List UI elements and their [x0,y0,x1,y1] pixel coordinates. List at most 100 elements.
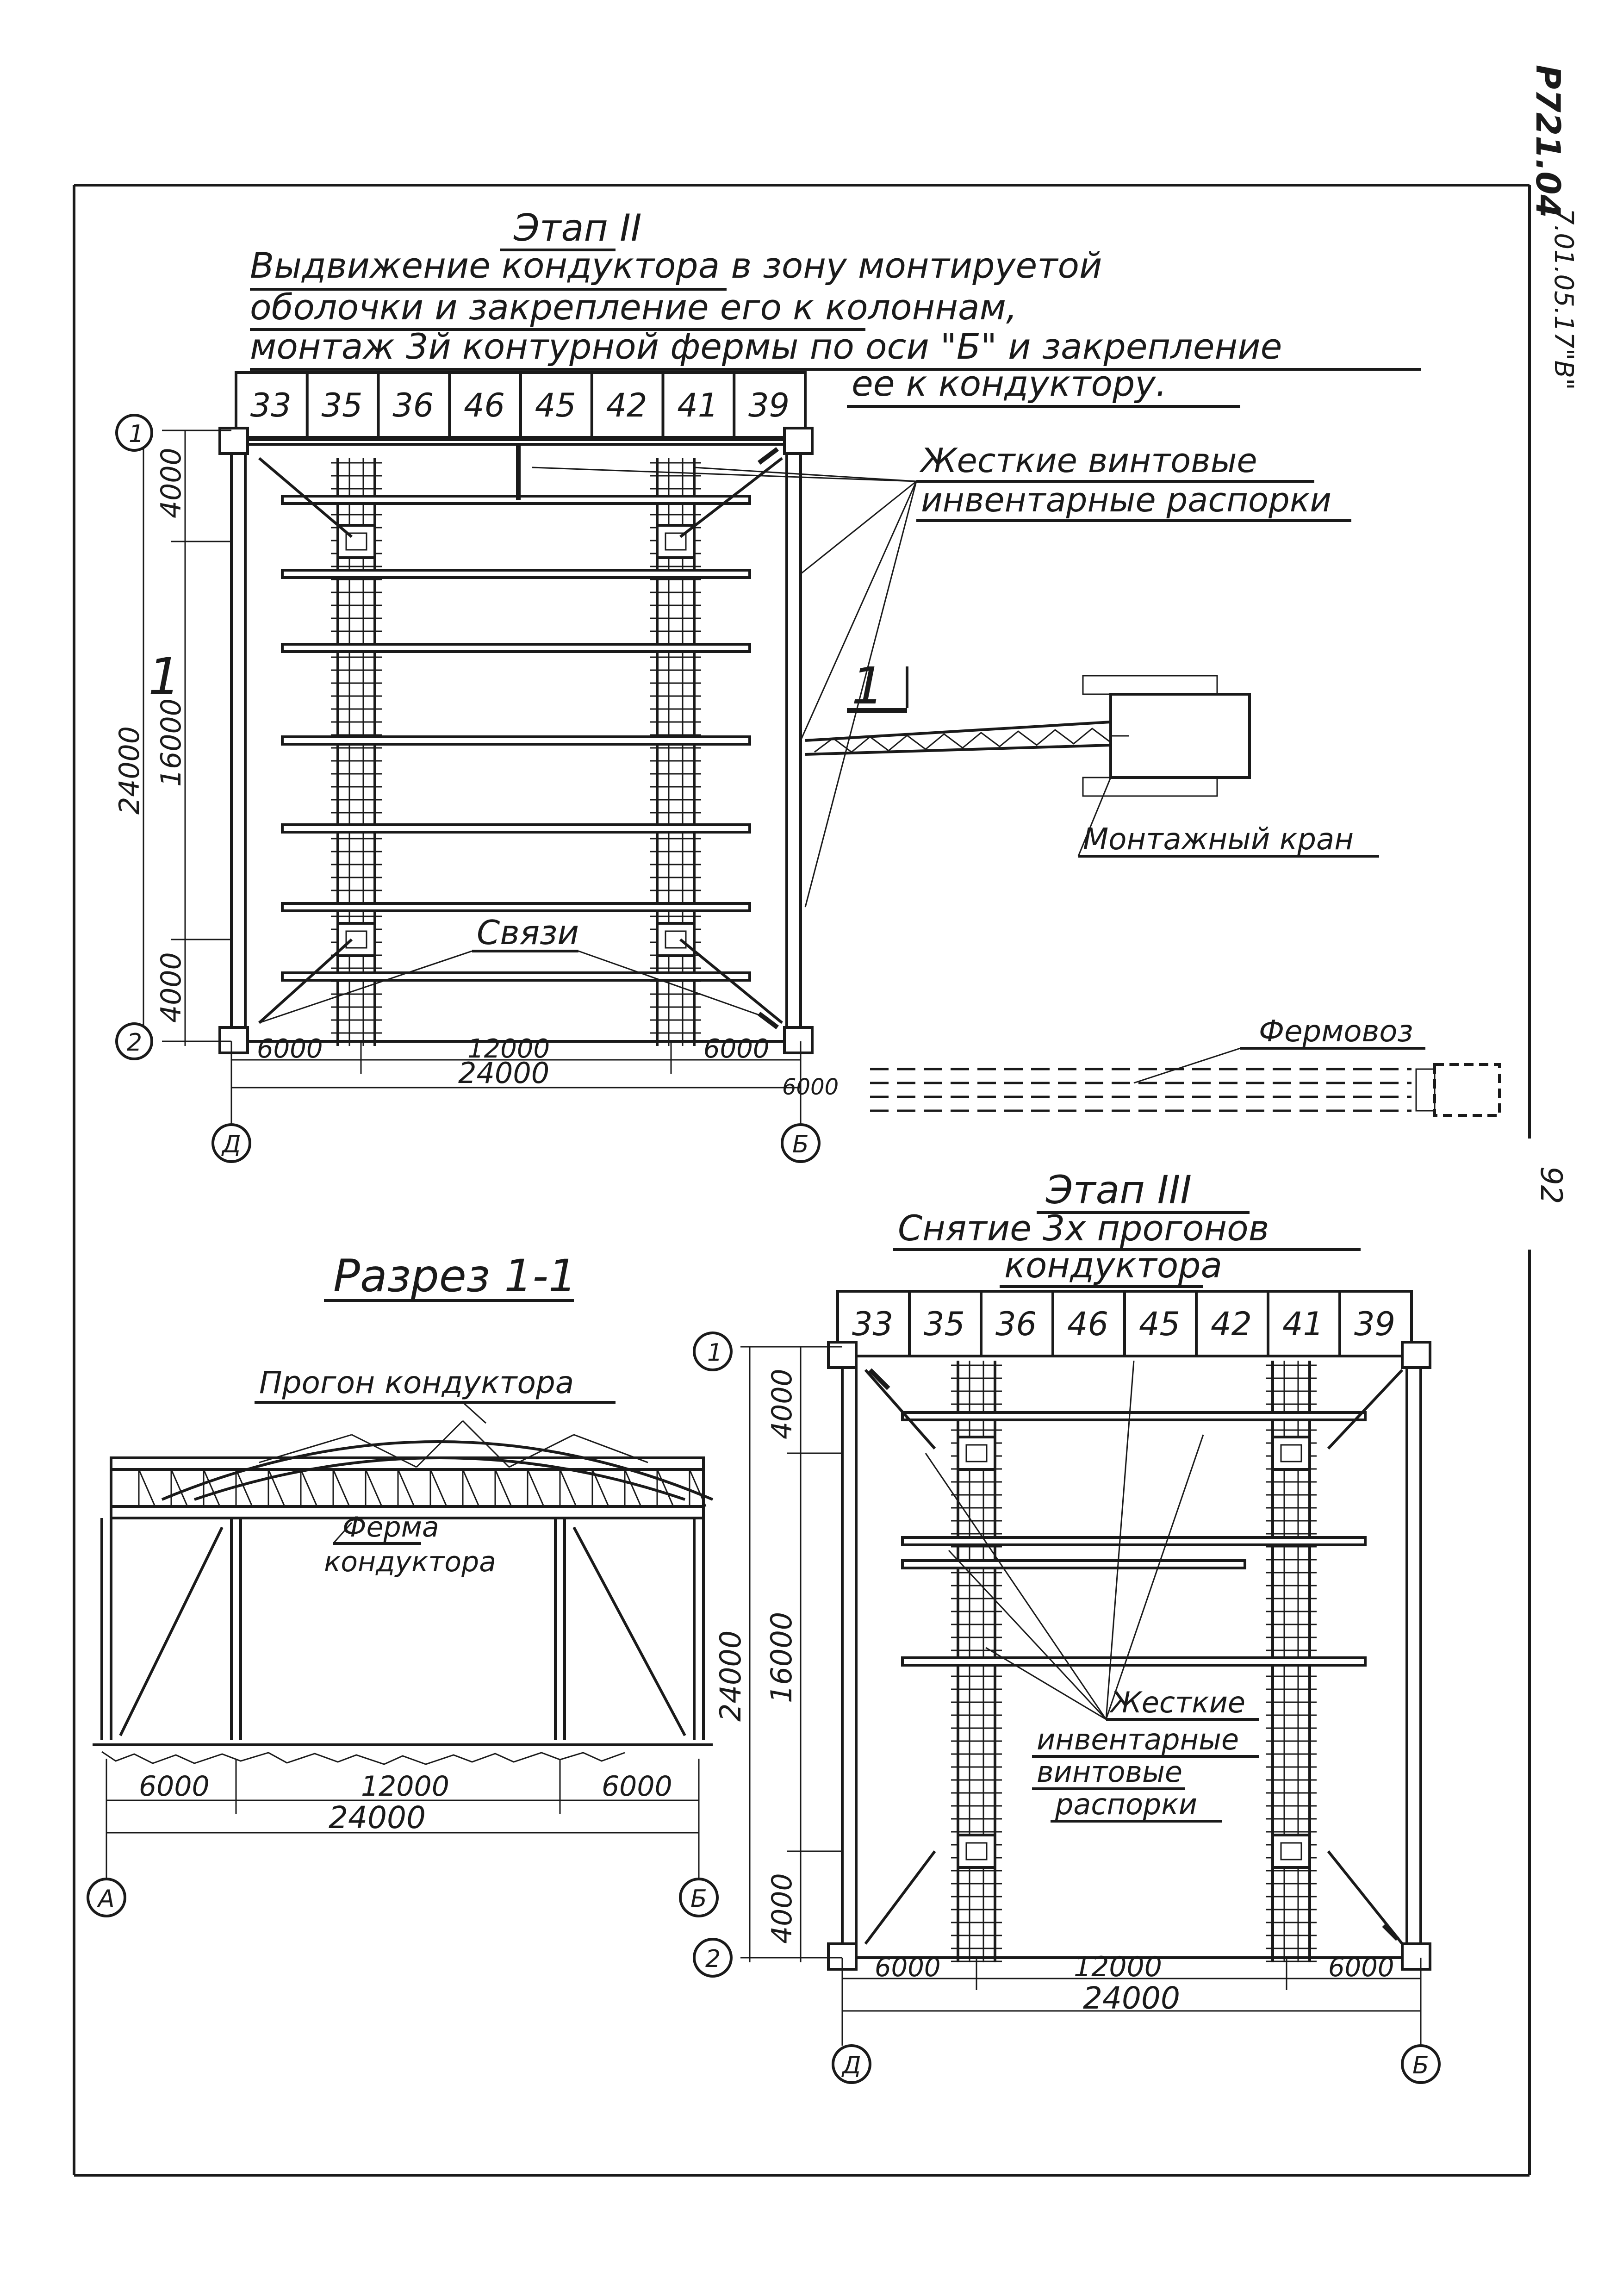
stage2-cell-0: 33 [250,386,292,424]
section-1-1: Разрез 1-1 Прогон кондуктора Ферма конду… [87,1250,719,1917]
stage3-outer-frame [841,1355,1422,1959]
stage2-purlin-5 [281,902,751,912]
stage3-cell-4: 45 [1139,1305,1180,1343]
stage2-axis-bottom: 2 [127,1029,142,1057]
stage2-crane: Монтажный кран [805,675,1379,858]
side-code-main: P721.04 [1529,65,1567,218]
stage3-dim-left-top: 4000 [766,1369,798,1439]
stage2-purlin-3 [281,735,751,746]
stage2-dim-side-marker: 1 [148,647,180,706]
stage3-purlins [901,1411,1367,1667]
section-axis-right: Б [690,1885,707,1913]
section-label-truss-line2: кондуктора [324,1546,496,1578]
stage2-dim-left-mid: 16000 [155,698,187,787]
stage2-desc-line3: монтаж 3й контурной фермы по оси "Б" и з… [250,326,1282,367]
stage3-dim-bottom-total: 24000 [1083,1980,1180,2016]
stage3-axis-left: Д [841,2052,861,2079]
stage3-label-struts-line3: винтовые [1037,1755,1182,1789]
stage3-label-struts-line4: распорки [1055,1787,1197,1821]
stage2-purlin-2 [281,643,751,653]
stage2-purlin-6 [281,971,751,982]
section-label-purlin: Прогон кондуктора [259,1365,574,1400]
stage2-title-block: Этап II Выдвижение кондуктора в зону мон… [250,206,1421,408]
stage3-dim-left-bottom: 4000 [766,1873,798,1944]
stage3-title: Этап III [1045,1167,1192,1213]
stage3-desc-line2: кондуктора [1004,1244,1222,1286]
stage2-axis-left: Д [221,1131,241,1158]
page-number: 92 [1534,1166,1568,1204]
stage3-cell-7: 39 [1354,1305,1395,1343]
stage3-axis-top: 1 [707,1339,722,1367]
stage2-dim-truck: 6000 [782,1074,839,1100]
stage2-desc-line2: оболочки и закрепление его к колоннам, [250,286,1017,328]
section-axis-left: А [97,1885,115,1913]
stage3-dim-left-mid: 16000 [765,1612,798,1703]
stage3-axis-right: Б [1412,2052,1429,2079]
stage3-axis-bottom: 2 [705,1945,721,1973]
stage2-corner-tl [218,427,249,455]
side-code-sub: 7.01.05.17"B" [1548,208,1579,390]
stage3-cell-5: 42 [1211,1305,1252,1343]
stage3-purlin-0 [901,1411,1367,1421]
stage3-title-block: Этап III Снятие 3х прогонов кондуктора [893,1167,1361,1288]
stage3-cell-1: 35 [924,1305,965,1343]
stage2-cell-4: 45 [535,386,576,424]
stage2-desc-line4: ее к кондуктору. [852,363,1167,404]
stage3-purlin-1 [901,1536,1367,1546]
stage2-title: Этап II [513,206,641,249]
stage2-purlin-1 [281,569,751,579]
stage2-corner-tr [783,427,814,455]
stage2-dim-bottom-right: 6000 [703,1034,770,1064]
stage2-dim-left-top: 4000 [155,448,187,518]
stage3-purlin-partial [901,1559,1246,1569]
stage2-cell-2: 36 [392,386,434,424]
stage2-dim-bottom-left: 6000 [257,1034,323,1064]
section-dim-total: 24000 [329,1800,426,1836]
section-dim-right: 6000 [602,1770,672,1803]
stage2-dim-left-total: 24000 [113,726,146,815]
section-dim-mid: 12000 [361,1770,449,1803]
stage2-dim-bottom-mid: 12000 [467,1034,550,1064]
stage2-purlins [281,495,751,982]
stage3-cell-3: 46 [1067,1305,1108,1343]
stage2-label-struts-line2: инвентарные распорки [921,480,1331,519]
stage2-label-struts-line1: Жесткие винтовые [919,441,1257,480]
stage3-annotations: Жесткие инвентарные винтовые распорки 40… [693,1332,1441,2084]
stage3-dim-bottom-mid: 12000 [1074,1951,1162,1983]
stage2-corner-bl [218,1026,249,1054]
stage2-cell-1: 35 [322,386,363,424]
stage3-cell-0: 33 [852,1305,893,1343]
stage3-label-struts-line2: инвентарные [1037,1723,1239,1756]
stage2-dim-bottom-total: 24000 [458,1056,549,1090]
stage2-axis-right: Б [792,1131,809,1158]
section-dim-left: 6000 [139,1770,210,1803]
stage2-dim-left-bottom: 4000 [155,952,187,1023]
section-title: Разрез 1-1 [333,1250,577,1302]
side-stamp: P721.04 7.01.05.17"B" 92 [1529,65,1579,1204]
stage2-cell-5: 42 [606,386,647,424]
stage3-purlin-2 [901,1656,1367,1667]
stage3-desc-line1: Снятие 3х прогонов [898,1207,1269,1249]
stage3-dim-bottom-right: 6000 [1328,1953,1394,1983]
stage2-label-crane: Монтажный кран [1083,822,1354,857]
stage2-annotations: Жесткие винтовые инвентарные распорки Св… [113,414,1501,1163]
stage2-label-truck: Фермовоз [1259,1014,1413,1049]
stage3-dim-left-total: 24000 [714,1630,747,1722]
section-label-truss-line1: Ферма [342,1511,439,1543]
stage2-axis-top: 1 [129,420,144,448]
stage3-dim-bottom-left: 6000 [875,1953,941,1983]
stage2-corner-br [783,1026,814,1054]
stage2-desc-line1: Выдвижение кондуктора в зону монтируетой [250,245,1102,286]
stage2-cell-3: 46 [464,386,505,424]
stage3-label-struts-line1: Жесткие [1109,1686,1245,1719]
sheet-frame [73,184,1531,2177]
stage3-cell-6: 41 [1282,1305,1324,1343]
stage2-conductor-rails [331,458,701,1046]
stage2-cell-6: 41 [677,386,718,424]
stage2-truss-truck: Фермовоз 6000 [782,1014,1501,1117]
stage2-label-ties: Связи [477,913,579,952]
